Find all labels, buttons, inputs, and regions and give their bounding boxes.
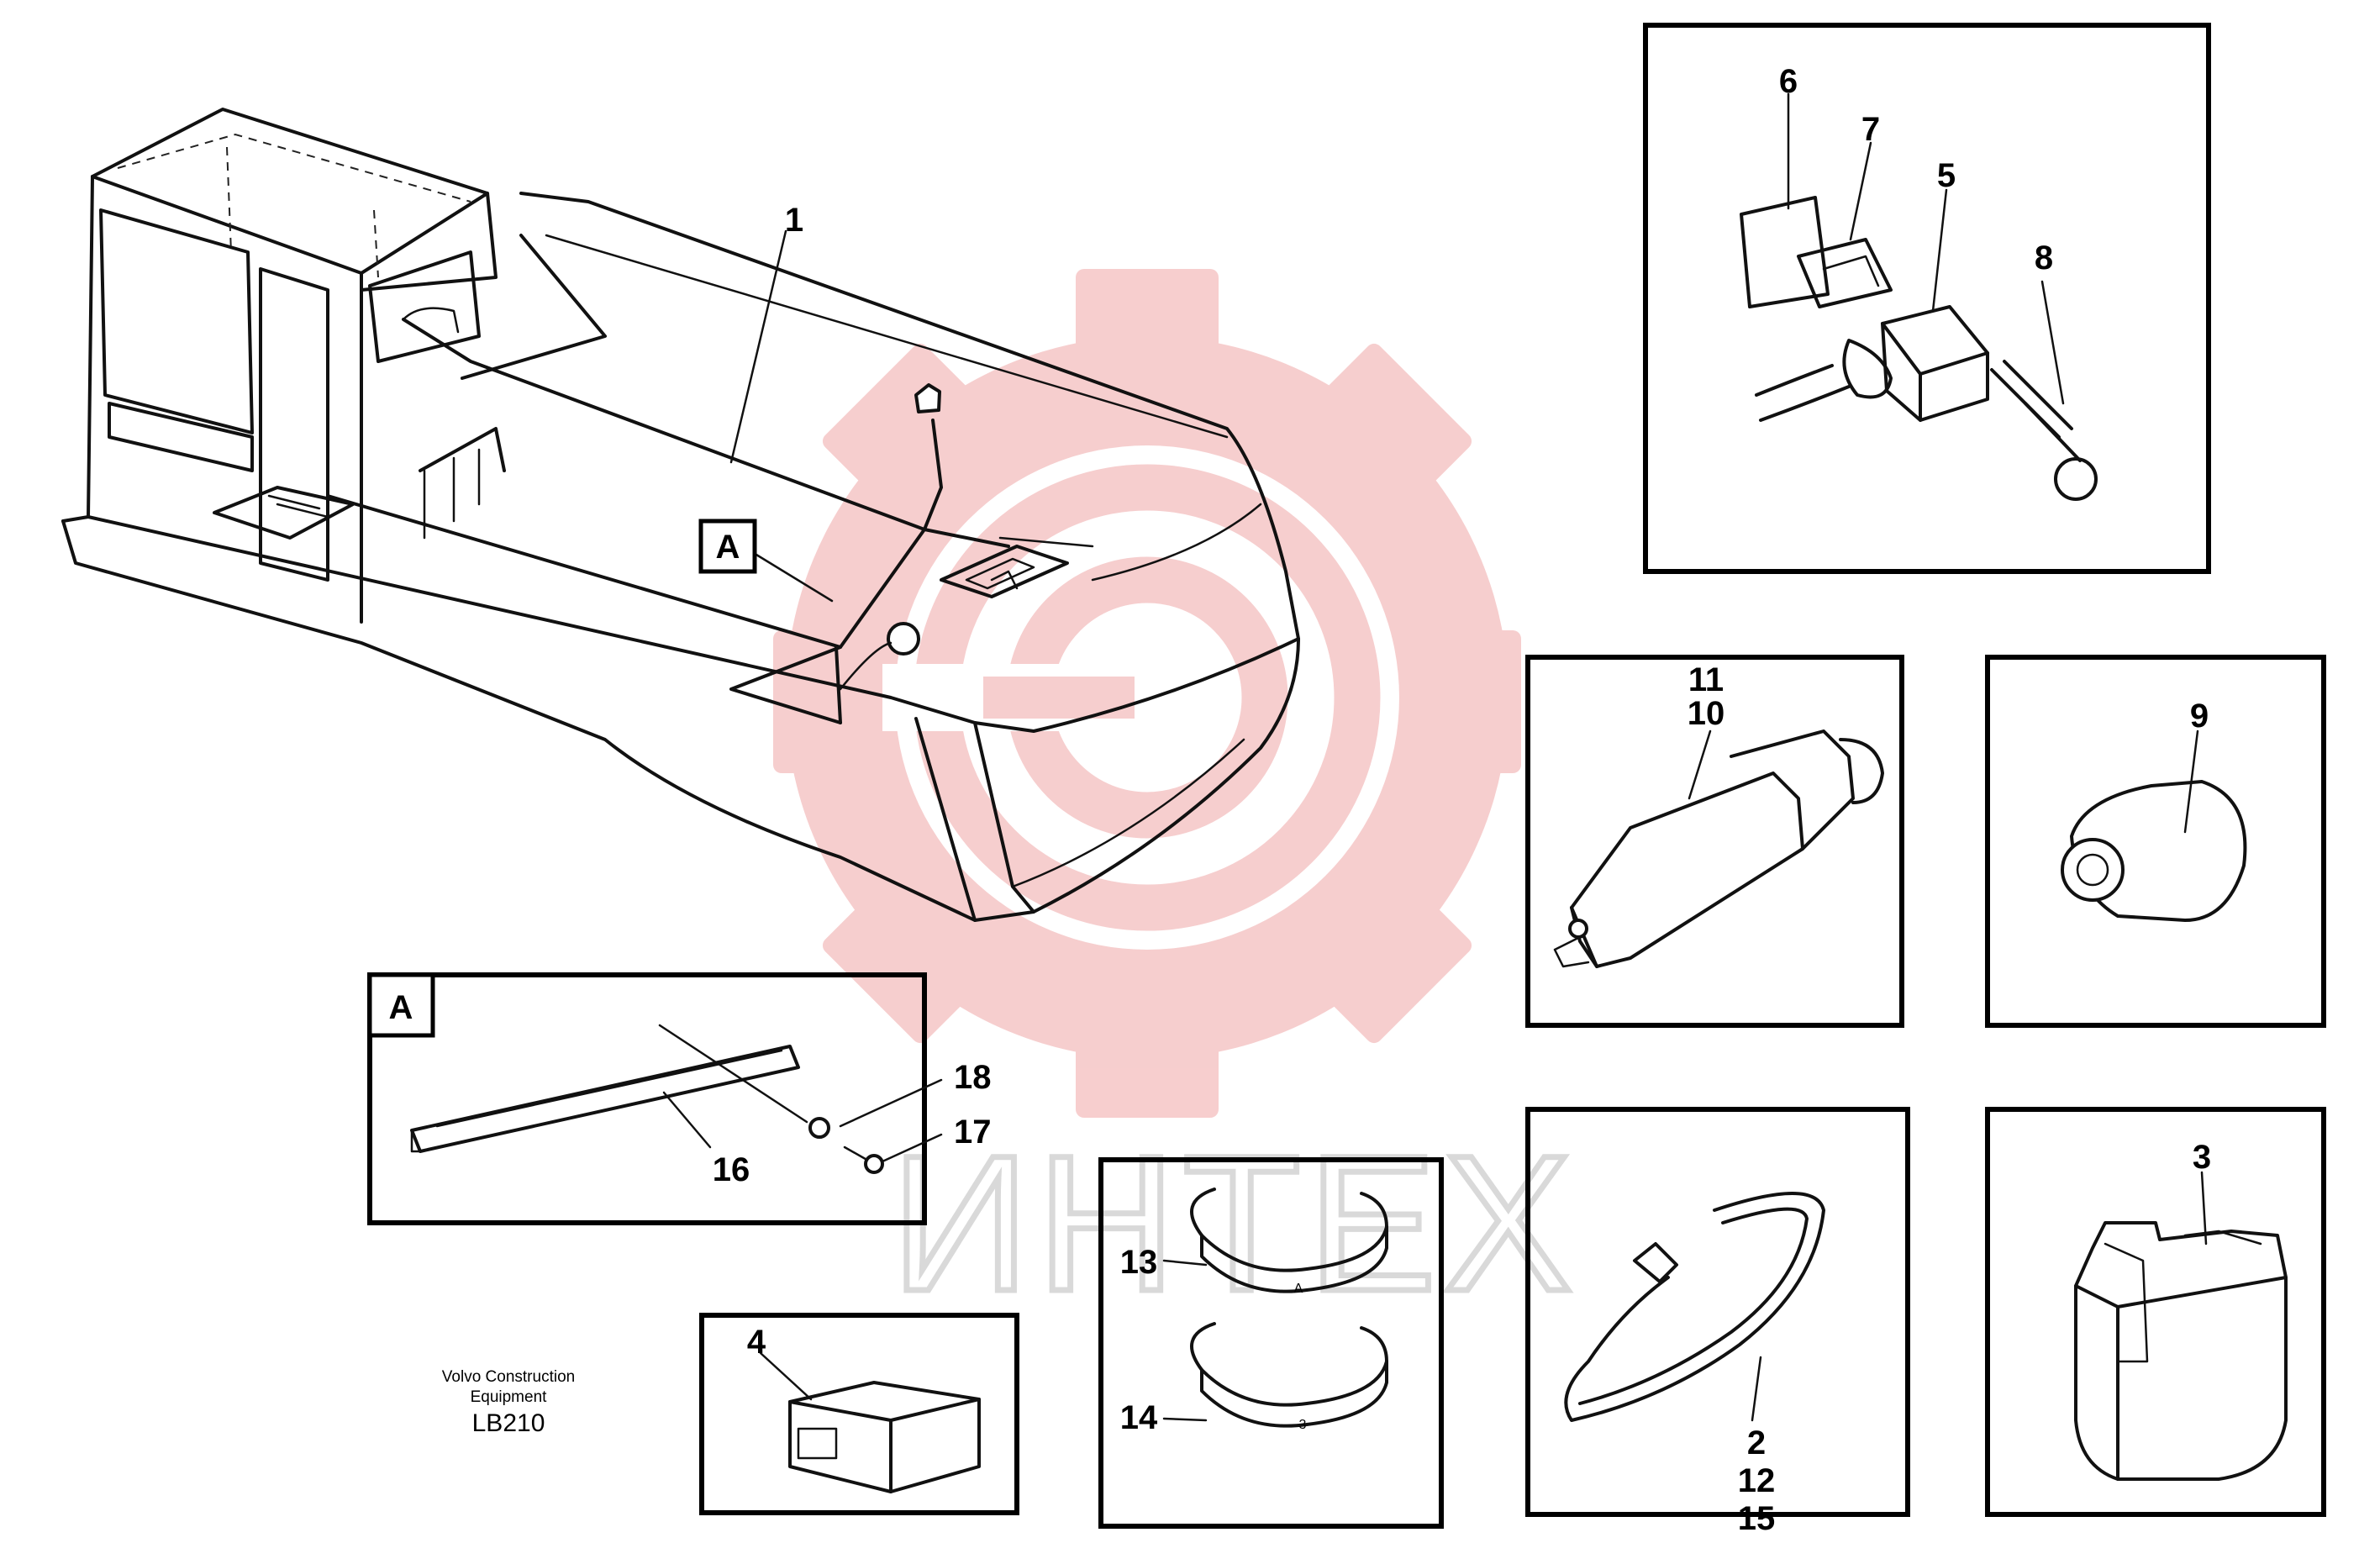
callout-14: 14	[1120, 1399, 1158, 1436]
callout-6: 6	[1779, 63, 1798, 100]
callout-8: 8	[2035, 240, 2053, 276]
detail-tag-label: A	[716, 529, 740, 566]
callout-9: 9	[2190, 698, 2209, 735]
band-13-mark: A	[1294, 1282, 1303, 1296]
callout-2: 2	[1747, 1425, 1766, 1461]
callout-10: 10	[1688, 695, 1725, 732]
callout-15: 15	[1738, 1500, 1776, 1537]
callout-11: 11	[1688, 661, 1724, 698]
machine-upper-structure	[61, 108, 1300, 922]
watermark-text: ИНТЕХ	[891, 1115, 1579, 1331]
callout-16: 16	[713, 1151, 750, 1188]
callout-4: 4	[747, 1324, 766, 1361]
detail-panel-tag: A	[389, 989, 413, 1026]
callout-3: 3	[2193, 1139, 2211, 1176]
washer-18	[808, 1117, 830, 1139]
callout-13: 13	[1120, 1244, 1158, 1281]
screw-17	[864, 1154, 884, 1174]
callout-18: 18	[954, 1059, 992, 1096]
watermark-gear	[773, 269, 1521, 1118]
sensor-assembly-panel	[1643, 23, 2211, 574]
cap-panel	[1985, 655, 2326, 1028]
footer-company-line1: Volvo Construction	[442, 1368, 575, 1386]
callout-5: 5	[1937, 157, 1956, 194]
bands-panel	[1098, 1157, 1444, 1529]
band-14-mark: 3	[1299, 1418, 1307, 1432]
cable-tie-panel	[1525, 1107, 1910, 1517]
callout-17: 17	[954, 1114, 992, 1151]
connector-panel	[699, 1313, 1019, 1515]
detail-tag-a-on-machine: A	[698, 519, 757, 574]
cover-panel	[1985, 1107, 2326, 1517]
detail-a-panel: A	[367, 972, 943, 1225]
footer-company-line2: Equipment	[471, 1388, 548, 1406]
footer-drawing-code: LB210	[472, 1409, 545, 1437]
callout-1: 1	[785, 202, 803, 239]
callout-12: 12	[1738, 1462, 1776, 1499]
relay-panel	[1525, 655, 1904, 1028]
callout-7: 7	[1861, 111, 1880, 148]
mounting-rail	[410, 1045, 800, 1153]
